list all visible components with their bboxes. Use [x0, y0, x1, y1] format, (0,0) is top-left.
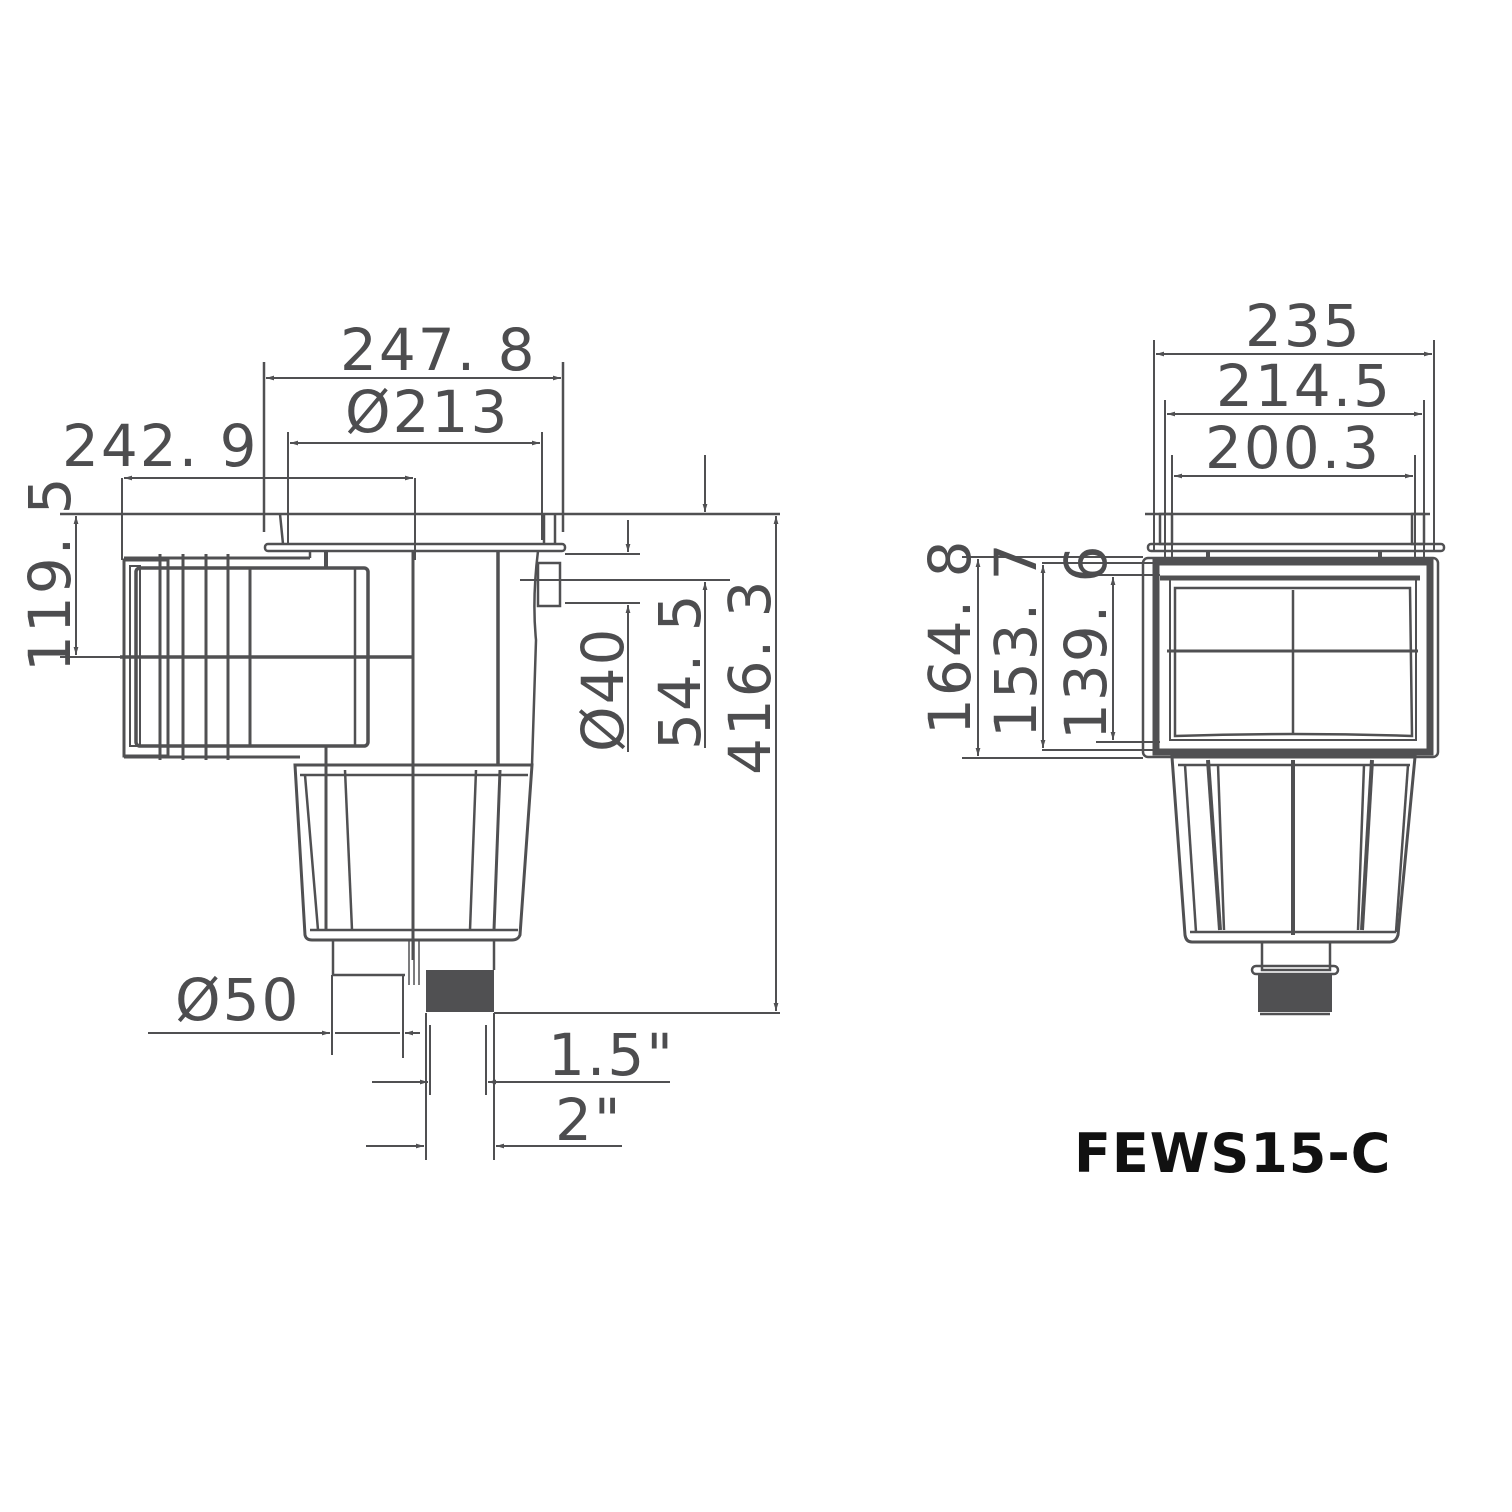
model-title: FEWS15-C: [1074, 1122, 1392, 1185]
dim-inlet-diameter: Ø40: [569, 627, 637, 752]
dim-body-width: 214.5: [1216, 352, 1392, 420]
dim-overall-height: 416. 3: [716, 579, 784, 775]
front-view: [962, 340, 1446, 1016]
dim-mouth-height: 119. 5: [16, 476, 84, 672]
side-view: [60, 362, 780, 1160]
dim-inlet-offset: 54. 5: [646, 592, 714, 750]
dim-mouth-depth: 242. 9: [62, 412, 258, 480]
dim-body-height: 153. 7: [982, 542, 1050, 738]
dim-outlet-diameter: Ø50: [175, 966, 300, 1034]
dim-mouth-height: 139. 6: [1052, 544, 1120, 740]
dim-frame-height: 164. 8: [916, 539, 984, 735]
dim-flange-diameter: Ø213: [345, 378, 509, 446]
dim-mouth-width: 200.3: [1205, 414, 1381, 482]
dim-thread-large: 2": [555, 1086, 623, 1154]
dim-thread-small: 1.5": [548, 1021, 675, 1089]
dim-overall-width: 247. 8: [340, 316, 536, 384]
dim-flange-width: 235: [1245, 292, 1362, 360]
